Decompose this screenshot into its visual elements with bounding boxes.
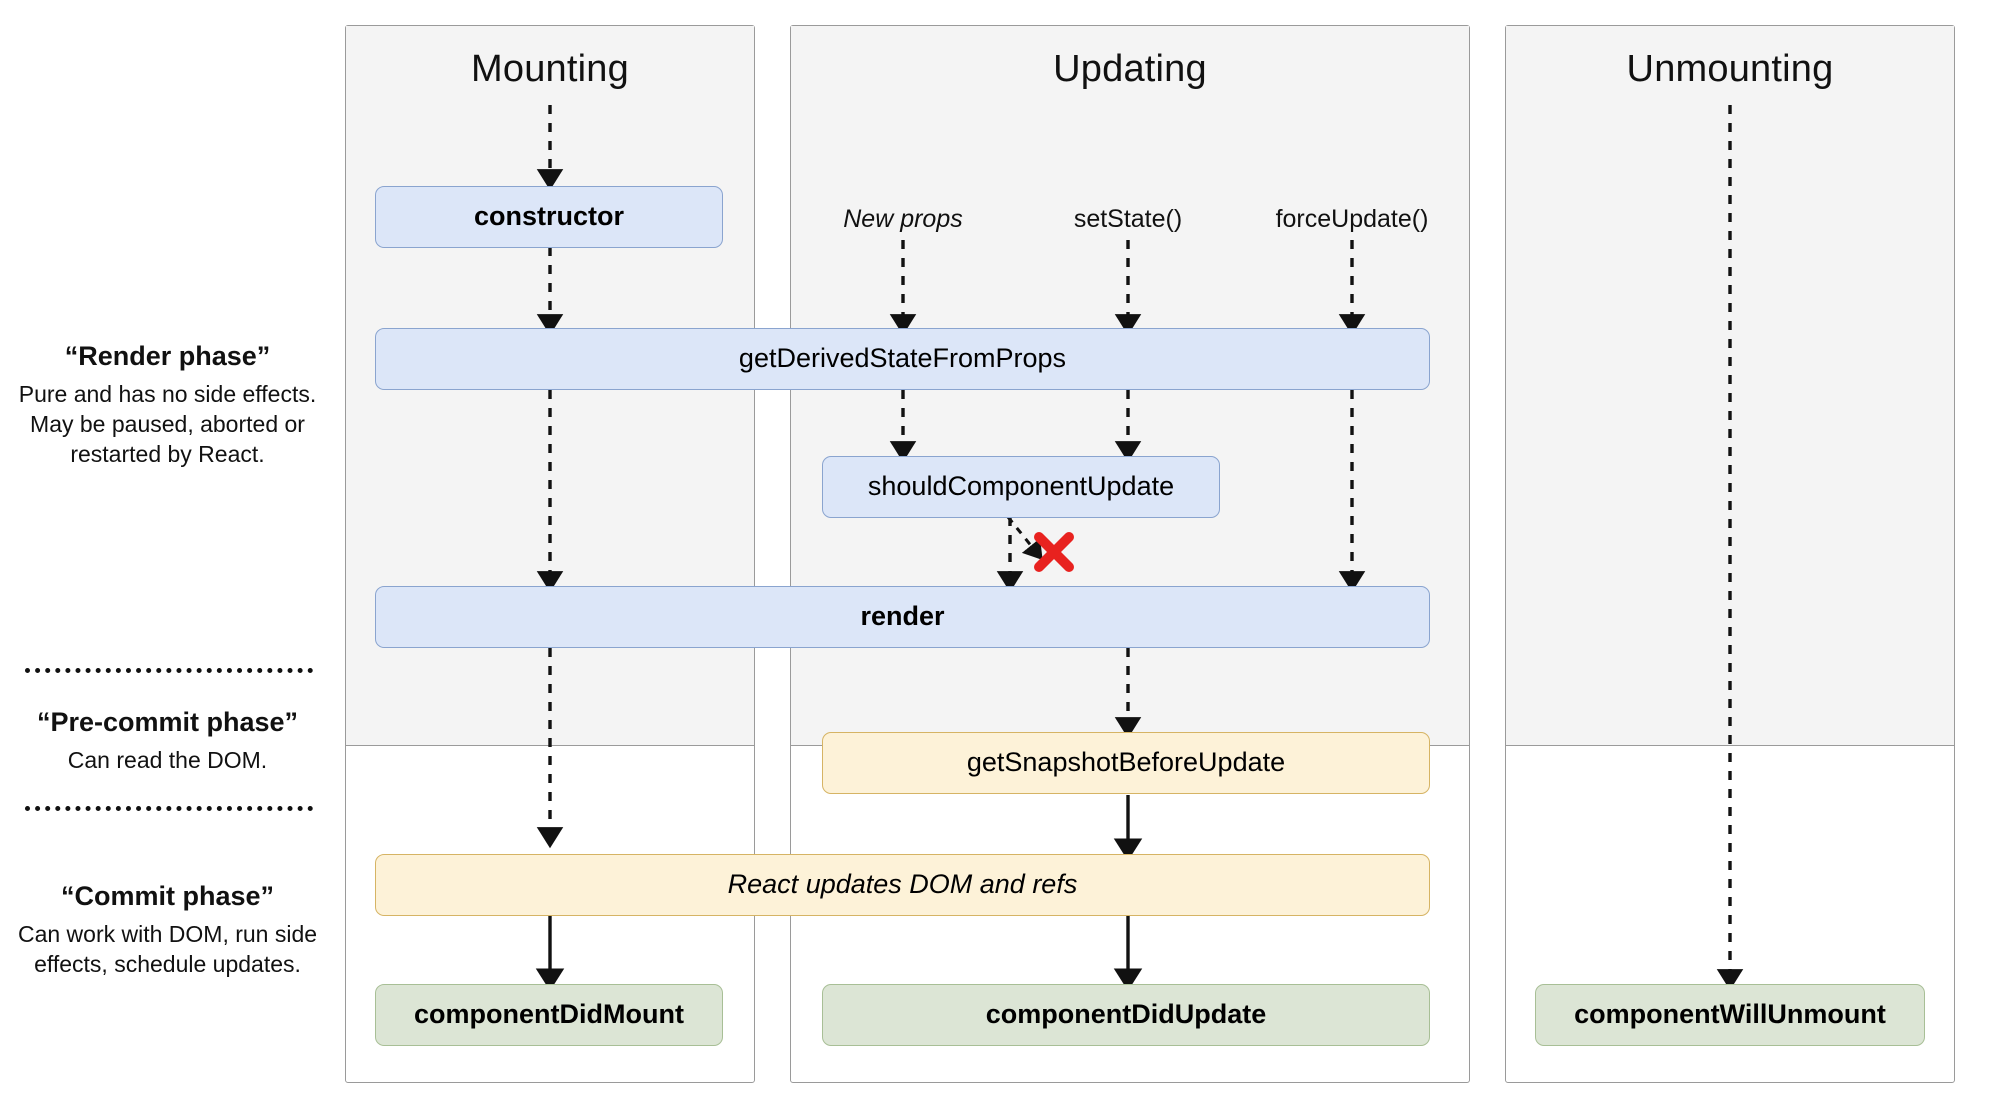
node-constructor[interactable]: constructor [375,186,723,248]
column-mounting-title: Mounting [471,48,629,90]
column-unmounting-render-shade [1506,26,1954,745]
node-get-snapshot-before-update[interactable]: getSnapshotBeforeUpdate [822,732,1430,794]
node-component-did-mount-label: componentDidMount [414,999,684,1030]
node-component-did-update[interactable]: componentDidUpdate [822,984,1430,1046]
phase-legend-render-body: Pure and has no side effects. May be pau… [18,380,317,467]
trigger-set-state: setState() [1073,205,1183,233]
node-component-did-update-label: componentDidUpdate [985,999,1267,1030]
column-unmounting: Unmounting [1505,25,1955,1083]
phase-legend-pre-commit-heading: “Pre-commit phase” [36,707,299,737]
column-unmounting-phase-divider [1506,745,1954,746]
phase-legend-commit-heading: “Commit phase” [60,881,275,911]
node-component-did-mount[interactable]: componentDidMount [375,984,723,1046]
column-mounting: Mounting [345,25,755,1083]
phase-legend-commit-body: Can work with DOM, run side effects, sch… [17,920,318,977]
phase-legend-render: “Render phase” Pure and has no side effe… [10,340,325,469]
column-mounting-phase-divider [346,745,754,746]
node-component-will-unmount-label: componentWillUnmount [1574,999,1886,1030]
node-should-component-update-label: shouldComponentUpdate [867,471,1175,502]
node-render-label: render [860,601,945,632]
node-get-snapshot-before-update-label: getSnapshotBeforeUpdate [966,747,1286,778]
node-react-updates-dom-and-refs-label: React updates DOM and refs [727,869,1078,900]
trigger-force-update: forceUpdate() [1275,205,1429,233]
node-react-updates-dom-and-refs[interactable]: React updates DOM and refs [375,854,1430,916]
phase-legend-pre-commit: “Pre-commit phase” Can read the DOM. [10,706,325,776]
column-updating-title: Updating [1053,48,1207,90]
column-updating: Updating [790,25,1470,1083]
phase-legend-divider-top [25,668,313,673]
phase-legend-divider-bottom [25,806,313,811]
node-get-derived-state-from-props[interactable]: getDerivedStateFromProps [375,328,1430,390]
node-get-derived-state-from-props-label: getDerivedStateFromProps [738,343,1067,374]
phase-legend-commit: “Commit phase” Can work with DOM, run si… [10,880,325,980]
node-render[interactable]: render [375,586,1430,648]
phase-legend-render-heading: “Render phase” [64,341,271,371]
column-unmounting-title: Unmounting [1626,48,1834,90]
trigger-new-props: New props [843,205,963,233]
node-should-component-update[interactable]: shouldComponentUpdate [822,456,1220,518]
node-constructor-label: constructor [473,201,625,232]
phase-legend-pre-commit-body: Can read the DOM. [67,746,268,773]
node-component-will-unmount[interactable]: componentWillUnmount [1535,984,1925,1046]
